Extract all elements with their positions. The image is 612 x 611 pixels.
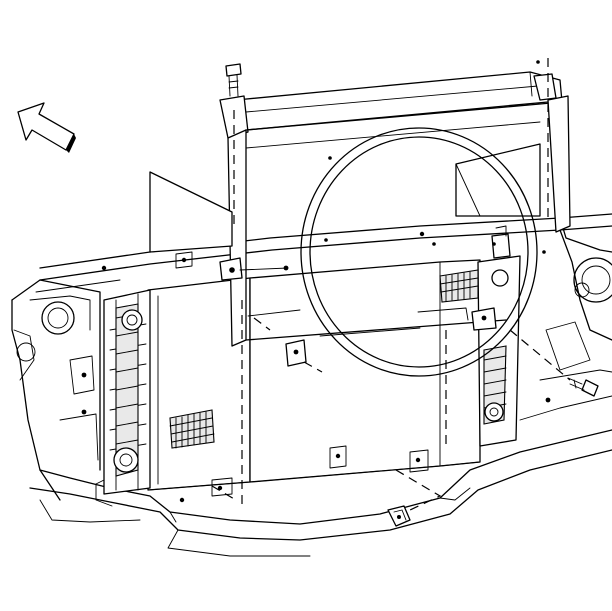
radiator-icon xyxy=(95,225,521,507)
mounting-bolt-right-icon xyxy=(567,377,599,397)
mounting-bolt-top-icon xyxy=(225,63,242,97)
radiator-mesh-left xyxy=(169,409,215,449)
radiator-mesh-right xyxy=(439,269,479,303)
direction-arrow-icon xyxy=(17,102,76,153)
fan-ring-icon xyxy=(300,127,538,377)
radiator-support-icon xyxy=(11,213,612,557)
alignment-lines xyxy=(211,58,571,511)
mounting-clip-icon xyxy=(387,505,411,527)
fan-shroud-icon xyxy=(149,60,571,377)
